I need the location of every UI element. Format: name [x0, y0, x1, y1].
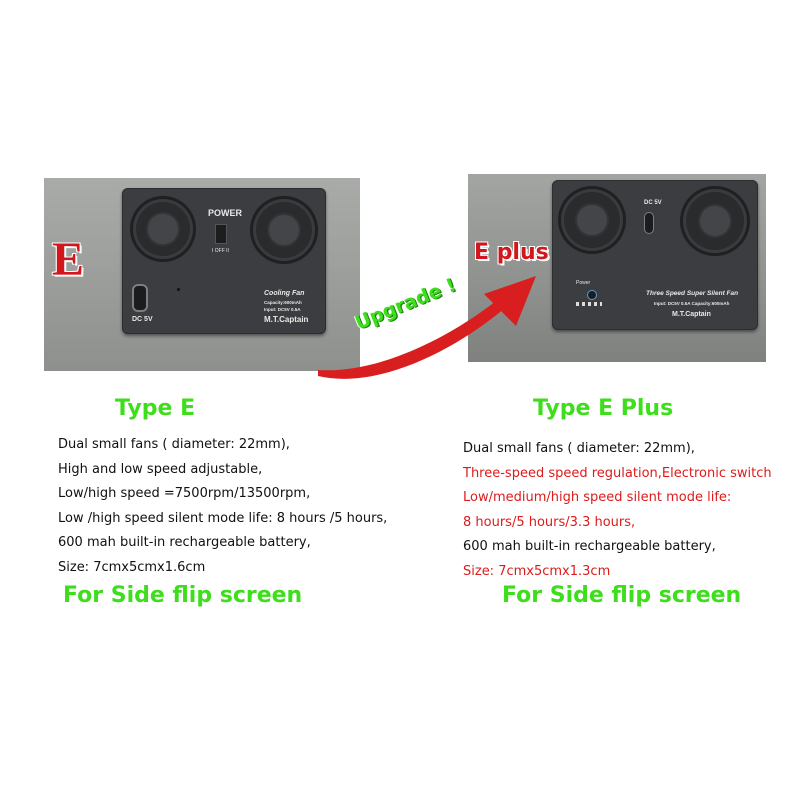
- usb-c-port-icon: [644, 212, 654, 234]
- right-fan-icon: [250, 196, 318, 264]
- type-e-badge: E: [52, 233, 85, 286]
- type-e-plus-footer: For Side flip screen: [502, 583, 742, 608]
- size-value: 7cmx5cmx1.3cm: [498, 563, 611, 579]
- switch-label: I OFF II: [212, 248, 229, 254]
- type-e-plus-device: DC 5V Power Three Speed Super Silent Fan…: [552, 180, 758, 330]
- dc-label: DC 5V: [644, 200, 662, 206]
- spec-line-highlight: Three-speed speed regulation,Electronic …: [463, 465, 772, 481]
- spec-line-highlight: Low/medium/high speed silent mode life:: [463, 490, 732, 506]
- speed-indicator-icon: [576, 302, 602, 306]
- type-e-plus-title: Type E Plus: [533, 396, 674, 421]
- left-fan-icon: [130, 196, 196, 262]
- spec-label: Input: DC5V 0.5A Capacity:600mAh: [654, 301, 730, 306]
- type-e-plus-product-photo: DC 5V Power Three Speed Super Silent Fan…: [468, 174, 766, 362]
- left-fan-icon: [558, 186, 626, 254]
- spec-line: Low /high speed silent mode life: 8 hour…: [58, 510, 388, 526]
- size-prefix: Size:: [463, 563, 499, 579]
- dc-label: DC 5V: [132, 316, 153, 323]
- type-e-product-photo: E POWER I OFF II DC 5V Cooling Fan Capac…: [44, 178, 360, 371]
- spec-line: Dual small fans ( diameter: 22mm),: [463, 441, 695, 456]
- product-label: Three Speed Super Silent Fan: [646, 290, 739, 297]
- spec-line-highlight: 8 hours/5 hours/3.3 hours,: [463, 514, 636, 530]
- power-label: Power: [576, 280, 591, 286]
- spec-line: Low/high speed =7500rpm/13500rpm,: [58, 486, 311, 502]
- brand-label: M.T.Captain: [672, 311, 711, 318]
- power-label: POWER: [208, 208, 243, 218]
- type-e-plus-badge: E plus: [474, 240, 549, 265]
- brand-label: M.T.Captain: [264, 315, 309, 324]
- spec-line: 600 mah built-in rechargeable battery,: [58, 535, 311, 551]
- type-e-title: Type E: [115, 396, 196, 421]
- indicator-dot-icon: [177, 288, 180, 291]
- capacity-label: Capacity:600mAh: [264, 300, 302, 305]
- type-e-footer: For Side flip screen: [63, 583, 303, 608]
- spec-line: Dual small fans ( diameter: 22mm),: [58, 437, 290, 452]
- usb-c-port-icon: [132, 284, 148, 312]
- type-e-plus-spec-list: Dual small fans ( diameter: 22mm), Three…: [463, 437, 772, 585]
- spec-line: Size: 7cmx5cmx1.6cm: [58, 559, 206, 575]
- spec-line: Size: 7cmx5cmx1.3cm: [463, 560, 772, 585]
- right-fan-icon: [680, 186, 750, 256]
- power-button-icon: [587, 290, 597, 300]
- upgrade-label: Upgrade !: [352, 274, 460, 335]
- product-label: Cooling Fan: [264, 290, 305, 297]
- type-e-device: POWER I OFF II DC 5V Cooling Fan Capacit…: [122, 188, 326, 334]
- spec-line: High and low speed adjustable,: [58, 461, 263, 477]
- power-switch-icon: [215, 224, 227, 244]
- input-label: Input: DC5V 0.5A: [264, 307, 301, 312]
- spec-line: 600 mah built-in rechargeable battery,: [463, 539, 716, 555]
- type-e-spec-list: Dual small fans ( diameter: 22mm), High …: [58, 433, 387, 581]
